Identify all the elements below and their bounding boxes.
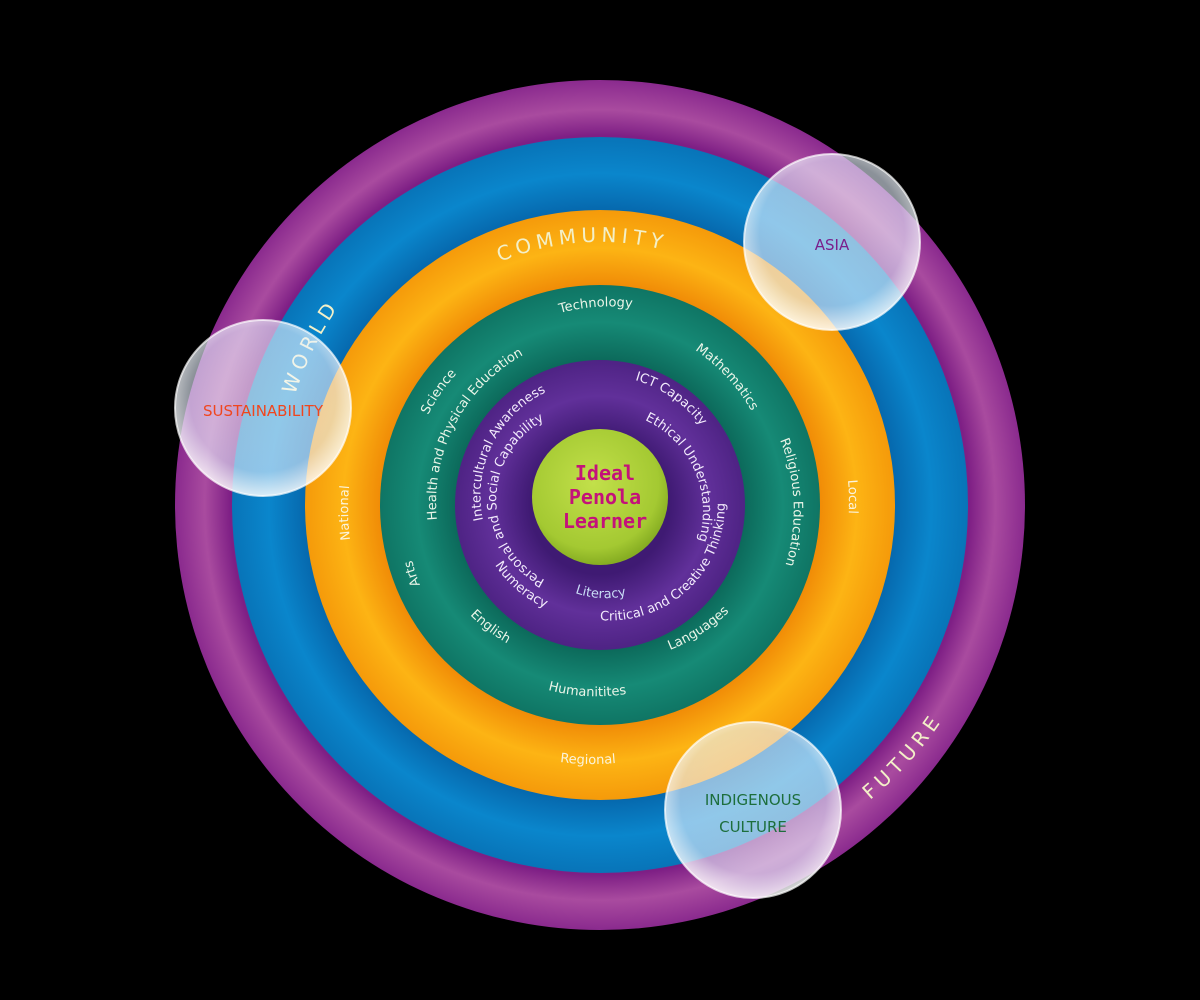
indigenous-culture-bubble: INDIGENOUS CULTURE — [664, 721, 842, 899]
asia-label: ASIA — [815, 236, 850, 254]
center-line-1: Ideal — [575, 461, 635, 485]
center-circle — [532, 429, 668, 565]
regional-label: Regional — [560, 751, 617, 768]
sustainability-label: SUSTAINABILITY — [203, 402, 324, 420]
center-line-2: Penola — [569, 485, 641, 509]
indigenous-label-line-1: INDIGENOUS — [705, 791, 801, 809]
center-line-3: Learner — [563, 509, 647, 533]
asia-bubble: ASIA — [743, 153, 921, 331]
literacy-label: Literacy — [574, 583, 628, 603]
indigenous-label-line-2: CULTURE — [719, 818, 787, 836]
local-label: Local — [844, 479, 860, 514]
national-label: National — [337, 485, 354, 541]
sustainability-bubble: SUSTAINABILITY — [174, 319, 352, 497]
